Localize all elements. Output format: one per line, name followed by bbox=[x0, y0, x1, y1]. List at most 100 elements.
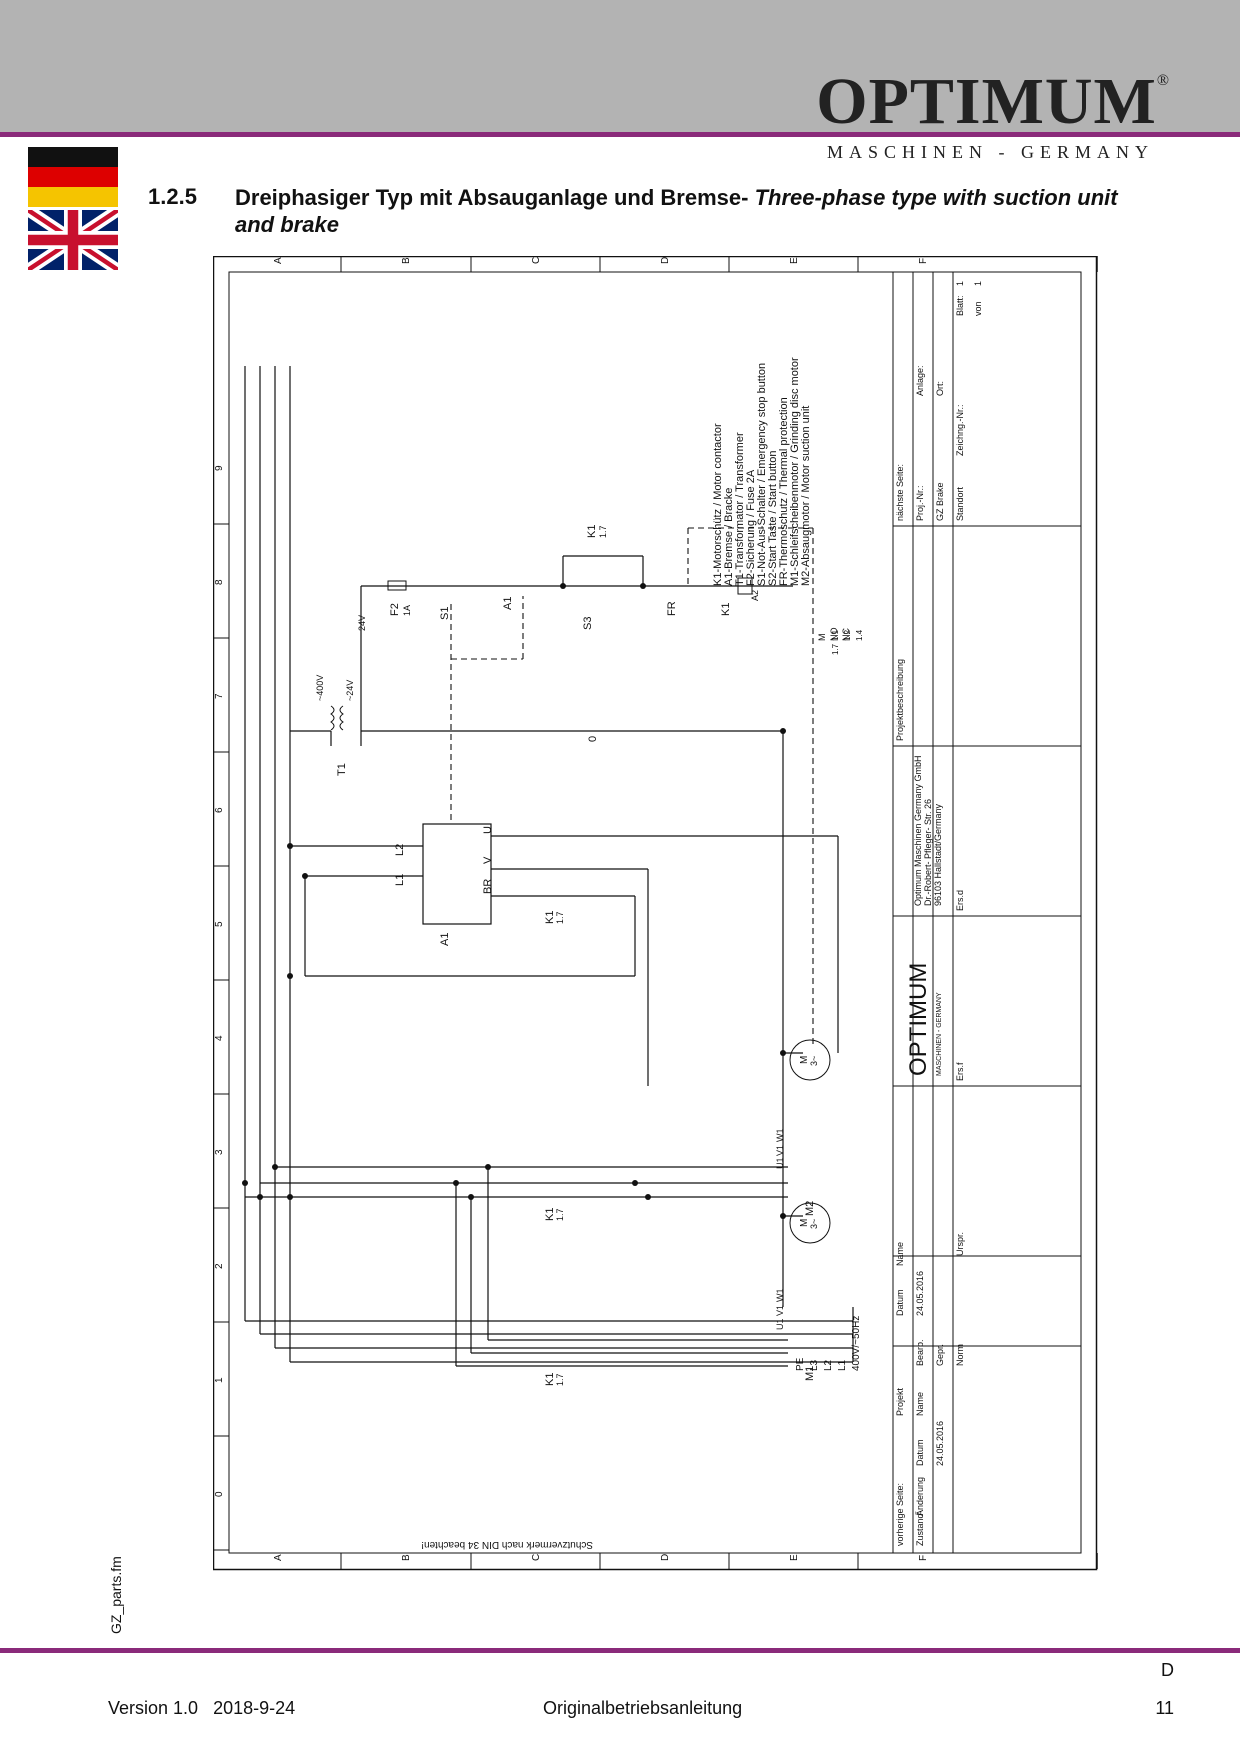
grid-letter-top: C bbox=[531, 257, 542, 264]
title-block-field: Proj.-Nr.: bbox=[915, 485, 925, 521]
side-file-label: GZ_parts.fm bbox=[108, 1556, 124, 1634]
title-block-field: Bearb. bbox=[915, 1339, 925, 1366]
supply-label: L2 bbox=[823, 1359, 834, 1371]
schematic-label: M1 bbox=[804, 1366, 816, 1381]
grid-letter-top: E bbox=[789, 257, 800, 264]
contacts-cell: 1.7 bbox=[831, 643, 840, 655]
schematic-label: ~400V bbox=[315, 675, 325, 701]
schematic-label: V1 bbox=[775, 1145, 785, 1156]
motor-m1-symbol bbox=[789, 1202, 831, 1244]
schematic-label: F2 bbox=[389, 603, 401, 616]
bus-lines bbox=[244, 366, 854, 1367]
schematic-label: 3~ bbox=[809, 1219, 819, 1229]
schematic-label: 1.7 bbox=[555, 911, 565, 924]
title-block-logo: OPTIMUM bbox=[905, 963, 932, 1076]
legend-entry: S1-Not-Aus-Schalter / Emergency stop but… bbox=[756, 363, 768, 586]
schematic-label: 1.7 bbox=[555, 1373, 565, 1386]
schematic-label: M bbox=[799, 1056, 810, 1064]
title-block-field: Datum bbox=[915, 1439, 925, 1466]
grid-letter-bottom: C bbox=[531, 1554, 542, 1561]
title-block-field: Datum bbox=[895, 1289, 905, 1316]
supply-label: PE bbox=[795, 1357, 806, 1371]
title-block-field: 1 bbox=[973, 281, 983, 286]
brand-tagline: MASCHINEN - GERMANY bbox=[826, 142, 1154, 162]
schematic-label: M2 bbox=[804, 1201, 816, 1216]
title-block-field: Gepr. bbox=[935, 1344, 945, 1366]
title-block-field: Ort: bbox=[935, 381, 945, 396]
schematic-label: A1 bbox=[439, 933, 451, 946]
uk-flag-icon bbox=[28, 210, 118, 270]
grid-number: 9 bbox=[214, 465, 225, 471]
title-block-field: 1 bbox=[955, 281, 965, 286]
schematic-label: K1 bbox=[544, 1208, 556, 1221]
motor-m2-symbol bbox=[789, 1039, 831, 1081]
grid-letter-top: A bbox=[273, 257, 284, 264]
section-number: 1.2.5 bbox=[148, 184, 197, 209]
grid-number: 7 bbox=[214, 693, 225, 699]
grid-ticks bbox=[213, 256, 1098, 1569]
page-header bbox=[0, 0, 1240, 132]
grid-number: 8 bbox=[214, 579, 225, 585]
legend-entry: M1-Schleifscheibenmotor / Grinding disc … bbox=[789, 357, 801, 586]
page-number: 11 bbox=[1155, 1698, 1174, 1718]
schematic-label: 24V bbox=[357, 615, 367, 631]
schematic-label: 1.7 bbox=[555, 1208, 565, 1221]
schematic-label: 0 bbox=[587, 736, 599, 742]
title-block-field: 24.05.2016 bbox=[935, 1421, 945, 1466]
schematic-label: S1 bbox=[439, 607, 451, 620]
schematic-label: K1 bbox=[544, 1373, 556, 1386]
schematic-label: K1 bbox=[720, 603, 732, 616]
grid-letter-bottom: E bbox=[789, 1554, 800, 1561]
title-block-field: Urspr. bbox=[955, 1232, 965, 1256]
title-block-field: Ers.d bbox=[955, 890, 965, 911]
title-block-field: Name bbox=[915, 1392, 925, 1416]
schematic-label: K1 bbox=[544, 911, 556, 924]
title-block-field: Änderung bbox=[915, 1477, 925, 1516]
grid-letter-bottom: B bbox=[401, 1554, 412, 1561]
protection-note: Schutzvermerk nach DIN 34 beachten! bbox=[421, 1539, 593, 1550]
legend-entry: FR-Thermoschutz / Thermal protection bbox=[778, 397, 790, 586]
supply-label: L1 bbox=[837, 1359, 848, 1371]
grid-letter-top: F bbox=[918, 258, 929, 264]
grid-number: 5 bbox=[214, 921, 225, 927]
title-block-field: vorherige Seite: bbox=[895, 1483, 905, 1546]
title-block-field: Projektbeschreibung bbox=[895, 659, 905, 741]
schematic-label: U bbox=[482, 826, 494, 834]
company-address: 96103 Hallstadt/Germany bbox=[933, 803, 943, 906]
german-flag-icon bbox=[28, 147, 118, 207]
grid-letter-top: B bbox=[401, 257, 412, 264]
contacts-header: NC bbox=[841, 628, 851, 641]
grid-number: 2 bbox=[214, 1263, 225, 1269]
schematic-label: T1 bbox=[336, 763, 348, 776]
schematic-label: FR bbox=[666, 601, 678, 616]
schematic-label: 3~ bbox=[809, 1056, 819, 1066]
schematic-label: U1 bbox=[775, 1157, 785, 1169]
title-block-field: nächste Seite: bbox=[895, 464, 905, 521]
contacts-cell: 1.4 bbox=[855, 629, 864, 641]
grid-letter-bottom: A bbox=[273, 1554, 284, 1561]
schematic-label: W1 bbox=[775, 1129, 785, 1143]
contacts-cell: 1.1 bbox=[831, 629, 840, 641]
grid-number: 0 bbox=[214, 1491, 225, 1497]
schematic-label: 1.7 bbox=[598, 525, 608, 538]
schematic-label: 1A bbox=[402, 605, 412, 616]
brand-logo: OPTIMUM® bbox=[816, 65, 1170, 138]
title-block-field: Standort bbox=[955, 486, 965, 521]
title-block-tagline: MASCHINEN - GERMANY bbox=[936, 992, 943, 1076]
grid-letter-bottom: D bbox=[660, 1554, 671, 1561]
legend-entry: M2-Absaugmotor / Motor suction unit bbox=[800, 406, 812, 586]
footer-version: Version 1.0 2018-9-24 bbox=[108, 1698, 296, 1718]
supply-label: 400V/~50Hz bbox=[851, 1316, 862, 1371]
grid-letter-top: D bbox=[660, 257, 671, 264]
schematic-label: A2 bbox=[750, 590, 760, 601]
schematic-label: BR bbox=[482, 879, 494, 894]
title-block-field: Anlage: bbox=[915, 365, 925, 396]
contacts-header: M bbox=[817, 634, 827, 642]
title-block-field: Norm bbox=[955, 1344, 965, 1366]
company-address: Optimum Maschinen Germany GmbH bbox=[913, 755, 923, 906]
title-block-field: Name bbox=[895, 1242, 905, 1266]
legend-entry: K1-Motorschütz / Motor contactor bbox=[712, 423, 724, 586]
contacts-cell: 1.2 bbox=[843, 629, 852, 641]
title-block-field: GZ Brake bbox=[935, 482, 945, 521]
